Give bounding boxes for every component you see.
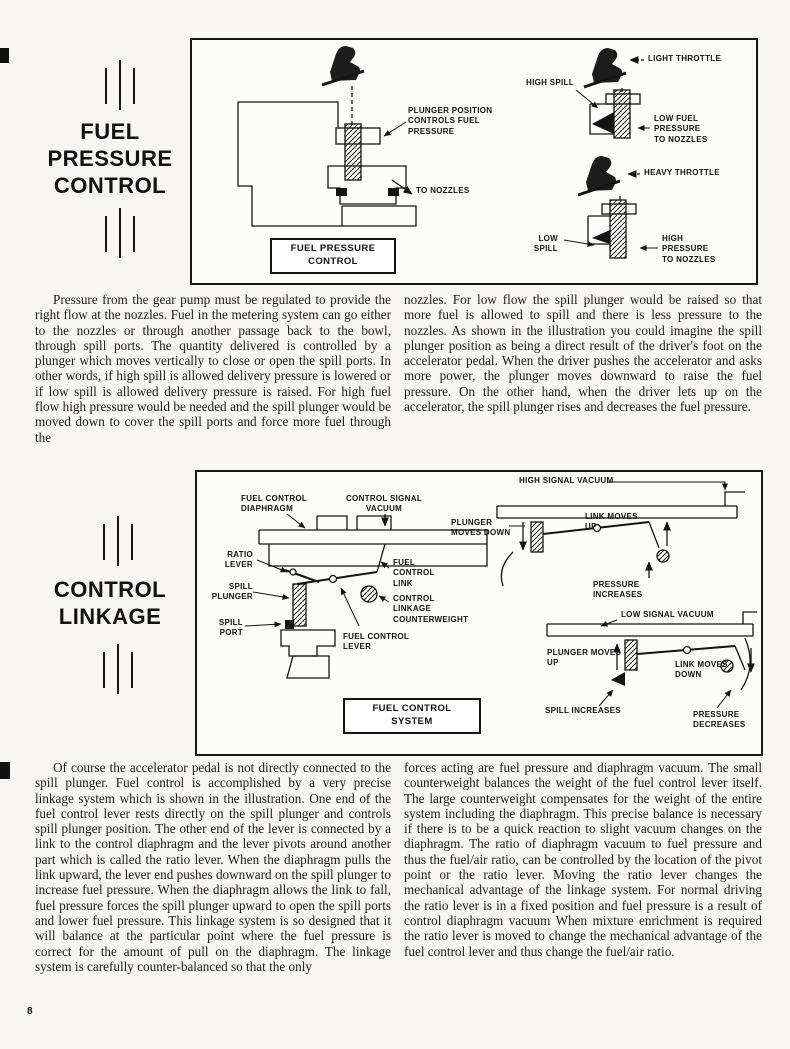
label-high-spill: HIGH SPILL: [526, 78, 574, 87]
page-number: 8: [27, 1006, 33, 1017]
label-pressure-increases: PRESSURE INCREASES: [593, 580, 643, 600]
label-low-spill: LOW SPILL: [533, 234, 558, 254]
decorative-bars: [105, 60, 135, 110]
heading-fuel-pressure-control: FUEL PRESSURE CONTROL: [47, 119, 173, 198]
label-high-signal-vacuum: HIGH SIGNAL VACUUM: [519, 476, 614, 485]
heading-control-linkage: CONTROL LINKAGE: [53, 577, 167, 629]
label-heavy-throttle: HEAVY THROTTLE: [644, 168, 720, 177]
body-column-left: Pressure from the gear pump must be regu…: [35, 292, 391, 445]
label-ratio-lever: RATIO LEVER: [224, 550, 253, 570]
fuel-pressure-diagram-art: [237, 46, 658, 259]
diagram-caption-fuel-pressure: FUEL PRESSURE CONTROL: [270, 238, 396, 274]
label-pressure-decreases: PRESSURE DECREASES: [693, 710, 746, 730]
label-spill-increases: SPILL INCREASES: [545, 706, 621, 715]
label-high-pressure: HIGH PRESSURE TO NOZZLES: [662, 234, 716, 264]
label-to-nozzles: TO NOZZLES: [416, 186, 470, 195]
decorative-bars: [103, 644, 133, 694]
decorative-bars: [105, 208, 135, 258]
label-spill-plunger: SPILL PLUNGER: [211, 582, 253, 602]
body-column-right: nozzles. For low flow the spill plunger …: [404, 292, 762, 415]
scan-mark: [0, 762, 10, 779]
body-column-right: forces acting are fuel pressure and diap…: [404, 760, 762, 959]
label-plunger-moves-down: PLUNGER MOVES DOWN: [451, 518, 511, 538]
label-fuel-control-link: FUEL CONTROL LINK: [393, 558, 435, 588]
foot-pedal-icon: [577, 156, 621, 197]
label-light-throttle: LIGHT THROTTLE: [648, 54, 722, 63]
label-plunger-moves-up: PLUNGER MOVES UP: [547, 648, 622, 668]
label-plunger-position: PLUNGER POSITION CONTROLS FUEL PRESSURE: [408, 106, 493, 136]
foot-pedal-icon: [321, 46, 365, 87]
label-fuel-control-diaphragm: FUEL CONTROL DIAPHRAGM: [241, 494, 308, 514]
label-link-moves-down: LINK MOVES DOWN: [675, 660, 728, 680]
label-low-signal-vacuum: LOW SIGNAL VACUUM: [621, 610, 714, 619]
body-column-left: Of course the accelerator pedal is not d…: [35, 760, 391, 974]
label-control-linkage-counterweight: CONTROL LINKAGE COUNTERWEIGHT: [393, 594, 469, 624]
diagram-caption-fuel-control-system: FUEL CONTROL SYSTEM: [343, 698, 481, 734]
label-link-moves-up: LINK MOVES UP: [585, 512, 638, 532]
scan-mark: [0, 48, 9, 63]
foot-pedal-icon: [583, 48, 627, 89]
fuel-pressure-diagram: PLUNGER POSITION CONTROLS FUEL PRESSURE …: [190, 38, 758, 285]
decorative-bars: [103, 516, 133, 566]
label-control-signal-vacuum: CONTROL SIGNAL VACUUM: [345, 494, 423, 514]
label-low-fuel-pressure: LOW FUEL PRESSURE TO NOZZLES: [654, 114, 708, 144]
fuel-control-system-diagram: CONTROL SIGNAL VACUUM FUEL CONTROL DIAPH…: [195, 470, 763, 756]
label-fuel-control-lever: FUEL CONTROL LEVER: [343, 632, 410, 652]
label-spill-port: SPILL PORT: [218, 618, 243, 638]
fuel-control-system-art: [244, 481, 757, 709]
